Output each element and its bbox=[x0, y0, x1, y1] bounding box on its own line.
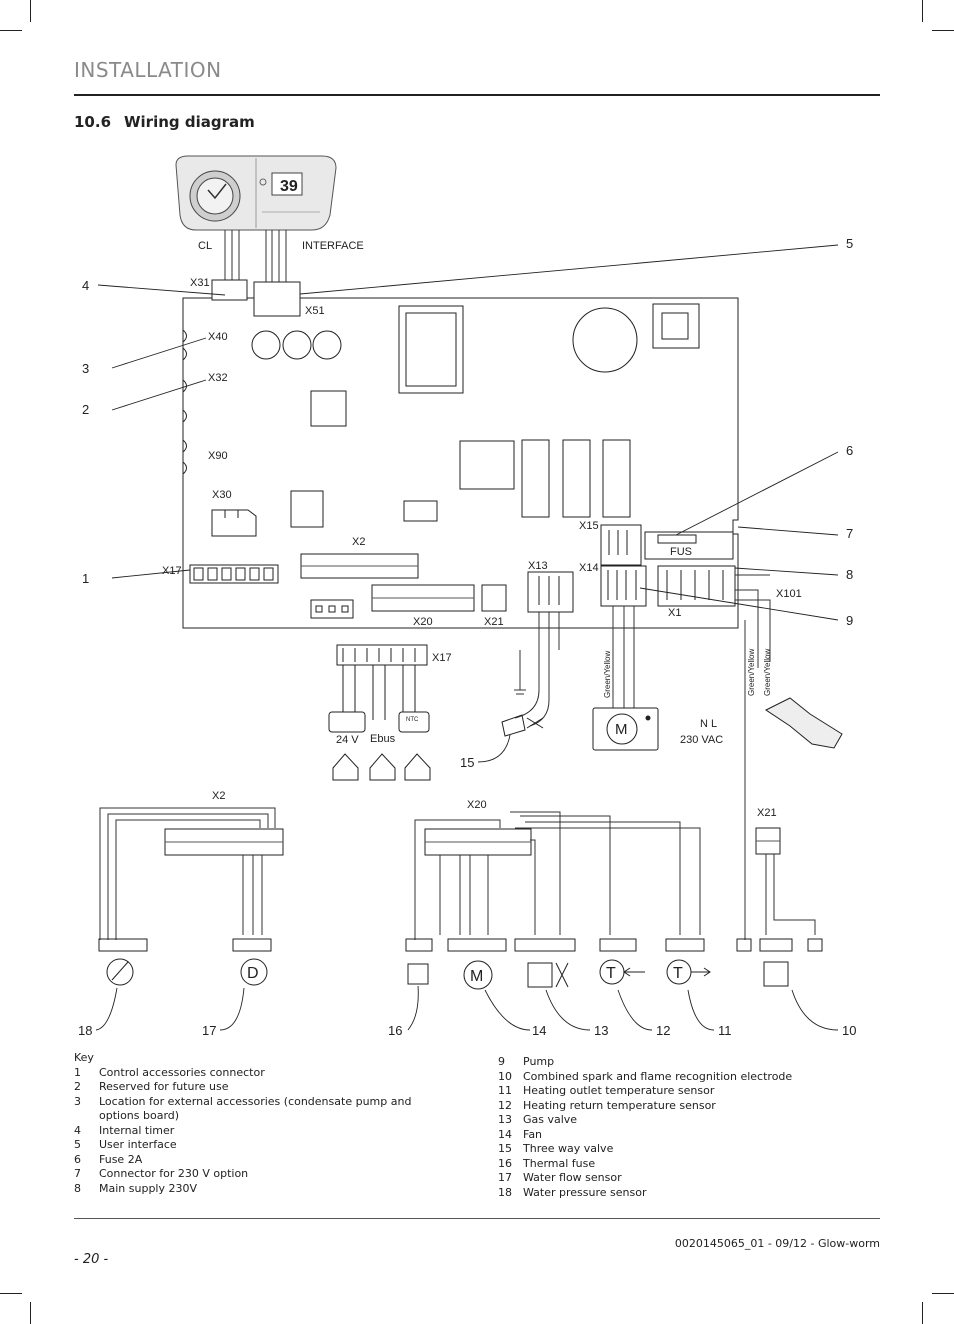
callout-12: 12 bbox=[656, 1023, 670, 1038]
callout-16: 16 bbox=[388, 1023, 402, 1038]
document-reference: 0020145065_01 - 09/12 - Glow-worm bbox=[674, 1237, 880, 1250]
heading-number: 10.6 bbox=[74, 113, 112, 131]
label-fus: FUS bbox=[670, 546, 692, 558]
label-pump-motor: M bbox=[615, 721, 628, 738]
label-x90: X90 bbox=[208, 450, 228, 462]
label-x20: X20 bbox=[413, 616, 433, 628]
callout-15: 15 bbox=[460, 755, 474, 770]
label-x20-lower: X20 bbox=[467, 799, 487, 811]
callout-5: 5 bbox=[846, 236, 853, 251]
label-x30: X30 bbox=[212, 489, 232, 501]
label-x17: X17 bbox=[162, 565, 182, 577]
crop-mark bbox=[922, 0, 923, 22]
label-greenyellow-1: Green/Yellow bbox=[603, 650, 612, 698]
label-d: D bbox=[247, 965, 259, 982]
callout-1: 1 bbox=[82, 571, 89, 586]
label-x40: X40 bbox=[208, 331, 228, 343]
label-interface: INTERFACE bbox=[302, 240, 364, 252]
display-readout: 39 bbox=[280, 178, 298, 195]
crop-mark bbox=[0, 1293, 22, 1294]
label-greenyellow-3: Green/Yellow bbox=[763, 648, 772, 696]
label-ntc: NTC bbox=[406, 717, 419, 723]
label-x51: X51 bbox=[305, 305, 325, 317]
callout-9: 9 bbox=[846, 613, 853, 628]
label-nl: N L bbox=[700, 718, 717, 730]
label-x31: X31 bbox=[190, 277, 210, 289]
label-x1: X1 bbox=[668, 607, 681, 619]
label-x17-ext: X17 bbox=[432, 652, 452, 664]
section-title: INSTALLATION bbox=[74, 58, 222, 82]
key-title: Key bbox=[74, 1051, 94, 1064]
label-x21: X21 bbox=[484, 616, 504, 628]
label-fan-motor: M bbox=[470, 968, 483, 985]
callout-14: 14 bbox=[532, 1023, 546, 1038]
footer-rule bbox=[74, 1218, 880, 1219]
user-interface-panel: 39 bbox=[175, 155, 337, 231]
callout-11: 11 bbox=[718, 1023, 732, 1038]
label-cl: CL bbox=[198, 240, 212, 252]
callout-2: 2 bbox=[82, 402, 89, 417]
crop-mark bbox=[922, 1302, 923, 1324]
label-x14: X14 bbox=[579, 562, 599, 574]
callout-4: 4 bbox=[82, 278, 89, 293]
page-number: - 20 - bbox=[74, 1252, 109, 1267]
callout-10: 10 bbox=[842, 1023, 856, 1038]
label-x32: X32 bbox=[208, 372, 228, 384]
label-t-outlet: T bbox=[673, 965, 683, 982]
callout-17: 17 bbox=[202, 1023, 216, 1038]
label-x101: X101 bbox=[776, 588, 802, 600]
callout-8: 8 bbox=[846, 567, 853, 582]
crop-mark bbox=[30, 1302, 31, 1324]
crop-mark bbox=[0, 30, 22, 31]
label-24v: 24 V bbox=[336, 734, 359, 746]
wiring-diagram: 39 CL INTERFACE bbox=[78, 155, 856, 1038]
crop-mark bbox=[30, 0, 31, 22]
label-t-return: T bbox=[606, 965, 616, 982]
label-x13: X13 bbox=[528, 560, 548, 572]
page-heading: 10.6 Wiring diagram bbox=[74, 113, 255, 131]
label-x2: X2 bbox=[352, 536, 365, 548]
label-ebus: Ebus bbox=[370, 733, 396, 745]
header-rule bbox=[74, 94, 880, 96]
label-x15: X15 bbox=[579, 520, 599, 532]
callout-6: 6 bbox=[846, 443, 853, 458]
callout-13: 13 bbox=[594, 1023, 608, 1038]
crop-mark bbox=[932, 30, 954, 31]
label-230vac: 230 VAC bbox=[680, 734, 723, 746]
callout-3: 3 bbox=[82, 361, 89, 376]
label-x2-lower: X2 bbox=[212, 790, 225, 802]
callout-18: 18 bbox=[78, 1023, 92, 1038]
heading-title: Wiring diagram bbox=[124, 113, 255, 131]
main-board bbox=[182, 279, 739, 629]
crop-mark bbox=[932, 1293, 954, 1294]
label-x21-lower: X21 bbox=[757, 807, 777, 819]
callout-7: 7 bbox=[846, 526, 853, 541]
label-greenyellow-2: Green/Yellow bbox=[747, 648, 756, 696]
